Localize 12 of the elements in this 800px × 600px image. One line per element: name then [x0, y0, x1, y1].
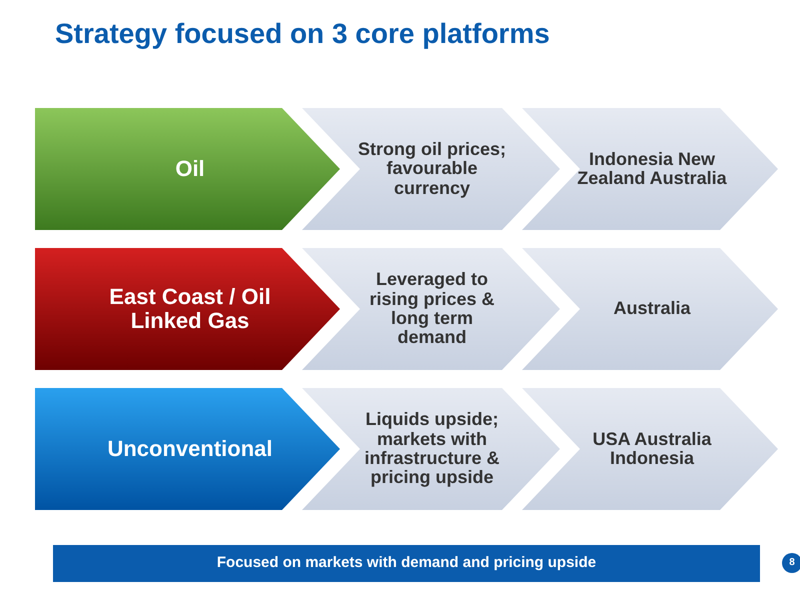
chevron-label: Strong oil prices; favourable currency — [357, 140, 507, 198]
chevron-label: Leveraged to rising prices & long term demand — [368, 270, 496, 348]
slide-title: Strategy focused on 3 core platforms — [55, 18, 550, 50]
chevron-label: Indonesia New Zealand Australia — [577, 150, 727, 188]
chevron-label: USA Australia Indonesia — [592, 430, 712, 468]
chevron-label: Oil — [175, 157, 205, 181]
page-number: 8 — [789, 558, 795, 568]
chevron-label: Liquids upside; markets with infrastructure & pricing upside — [363, 410, 501, 488]
chevron-label: Australia — [613, 299, 691, 319]
chevron-label: Unconventional — [107, 437, 272, 461]
summary-text: Focused on markets with demand and pricing upside — [216, 555, 596, 572]
chevron-label: East Coast / Oil Linked Gas — [108, 285, 272, 333]
